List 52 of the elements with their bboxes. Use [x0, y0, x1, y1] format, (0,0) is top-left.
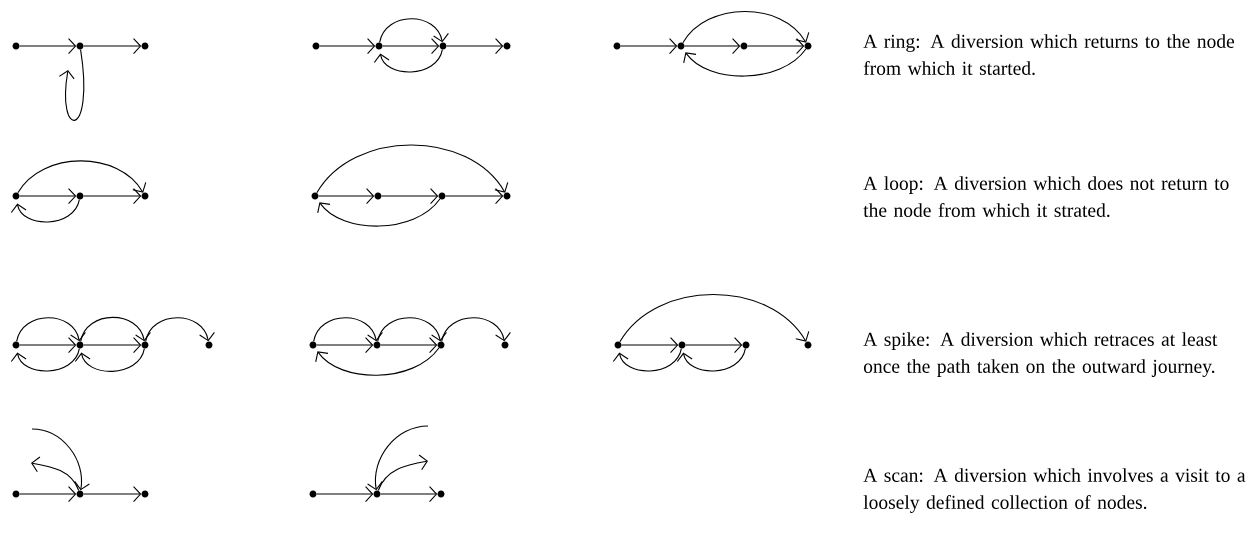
- arrow: [316, 144, 509, 194]
- arrow: [445, 187, 504, 205]
- arrow: [83, 187, 142, 205]
- arrow: [19, 336, 77, 354]
- arrow: [83, 37, 142, 55]
- arrow: [10, 348, 80, 372]
- arrow: [619, 293, 810, 343]
- arrow: [10, 199, 80, 223]
- arrow: [31, 456, 80, 492]
- arrow: [685, 336, 743, 354]
- arrow: [313, 317, 383, 342]
- arrow: [620, 37, 678, 55]
- description-text: A scan: A diversion which involves a visit to a loosely defined collection of nodes.: [863, 468, 1246, 513]
- arrow: [381, 187, 439, 205]
- arrow: [17, 160, 147, 194]
- arrow: [676, 348, 746, 372]
- arrow: [19, 37, 77, 55]
- arrow: [446, 37, 504, 55]
- arrow: [377, 454, 428, 492]
- arrow: [31, 428, 90, 491]
- arrow: [317, 198, 441, 227]
- description-text: A spike: A diversion which retraces at least once the path taken on the outward journey.: [863, 332, 1218, 377]
- description-text: A loop: A diversion which does not return to the node from which it strated.: [863, 176, 1229, 217]
- arrow: [367, 425, 429, 491]
- arrow: [80, 316, 151, 342]
- arrow: [316, 336, 374, 354]
- arrow: [683, 48, 807, 77]
- arrow: [145, 317, 215, 342]
- arrow: [83, 485, 142, 503]
- arrow: [19, 485, 77, 503]
- arrow: [441, 317, 511, 342]
- arrow: [316, 485, 374, 503]
- arrow: [682, 10, 810, 44]
- arrow: [83, 336, 142, 354]
- arrow: [74, 348, 145, 372]
- arrow: [382, 37, 440, 55]
- arrow: [58, 49, 85, 121]
- arrow: [373, 49, 443, 73]
- arrow: [380, 336, 438, 354]
- arrow: [379, 18, 449, 43]
- arrow: [19, 187, 77, 205]
- arrow: [621, 336, 679, 354]
- arrow: [684, 37, 741, 55]
- arrow: [319, 37, 376, 55]
- arrow: [16, 317, 86, 342]
- arrow: [747, 37, 805, 55]
- arrow: [612, 348, 682, 372]
- arrow: [315, 347, 440, 376]
- arrow: [380, 485, 438, 503]
- arrow: [318, 187, 375, 205]
- arrow: [377, 317, 447, 342]
- description-text: A ring: A diversion which returns to the node from which it started.: [863, 34, 1235, 75]
